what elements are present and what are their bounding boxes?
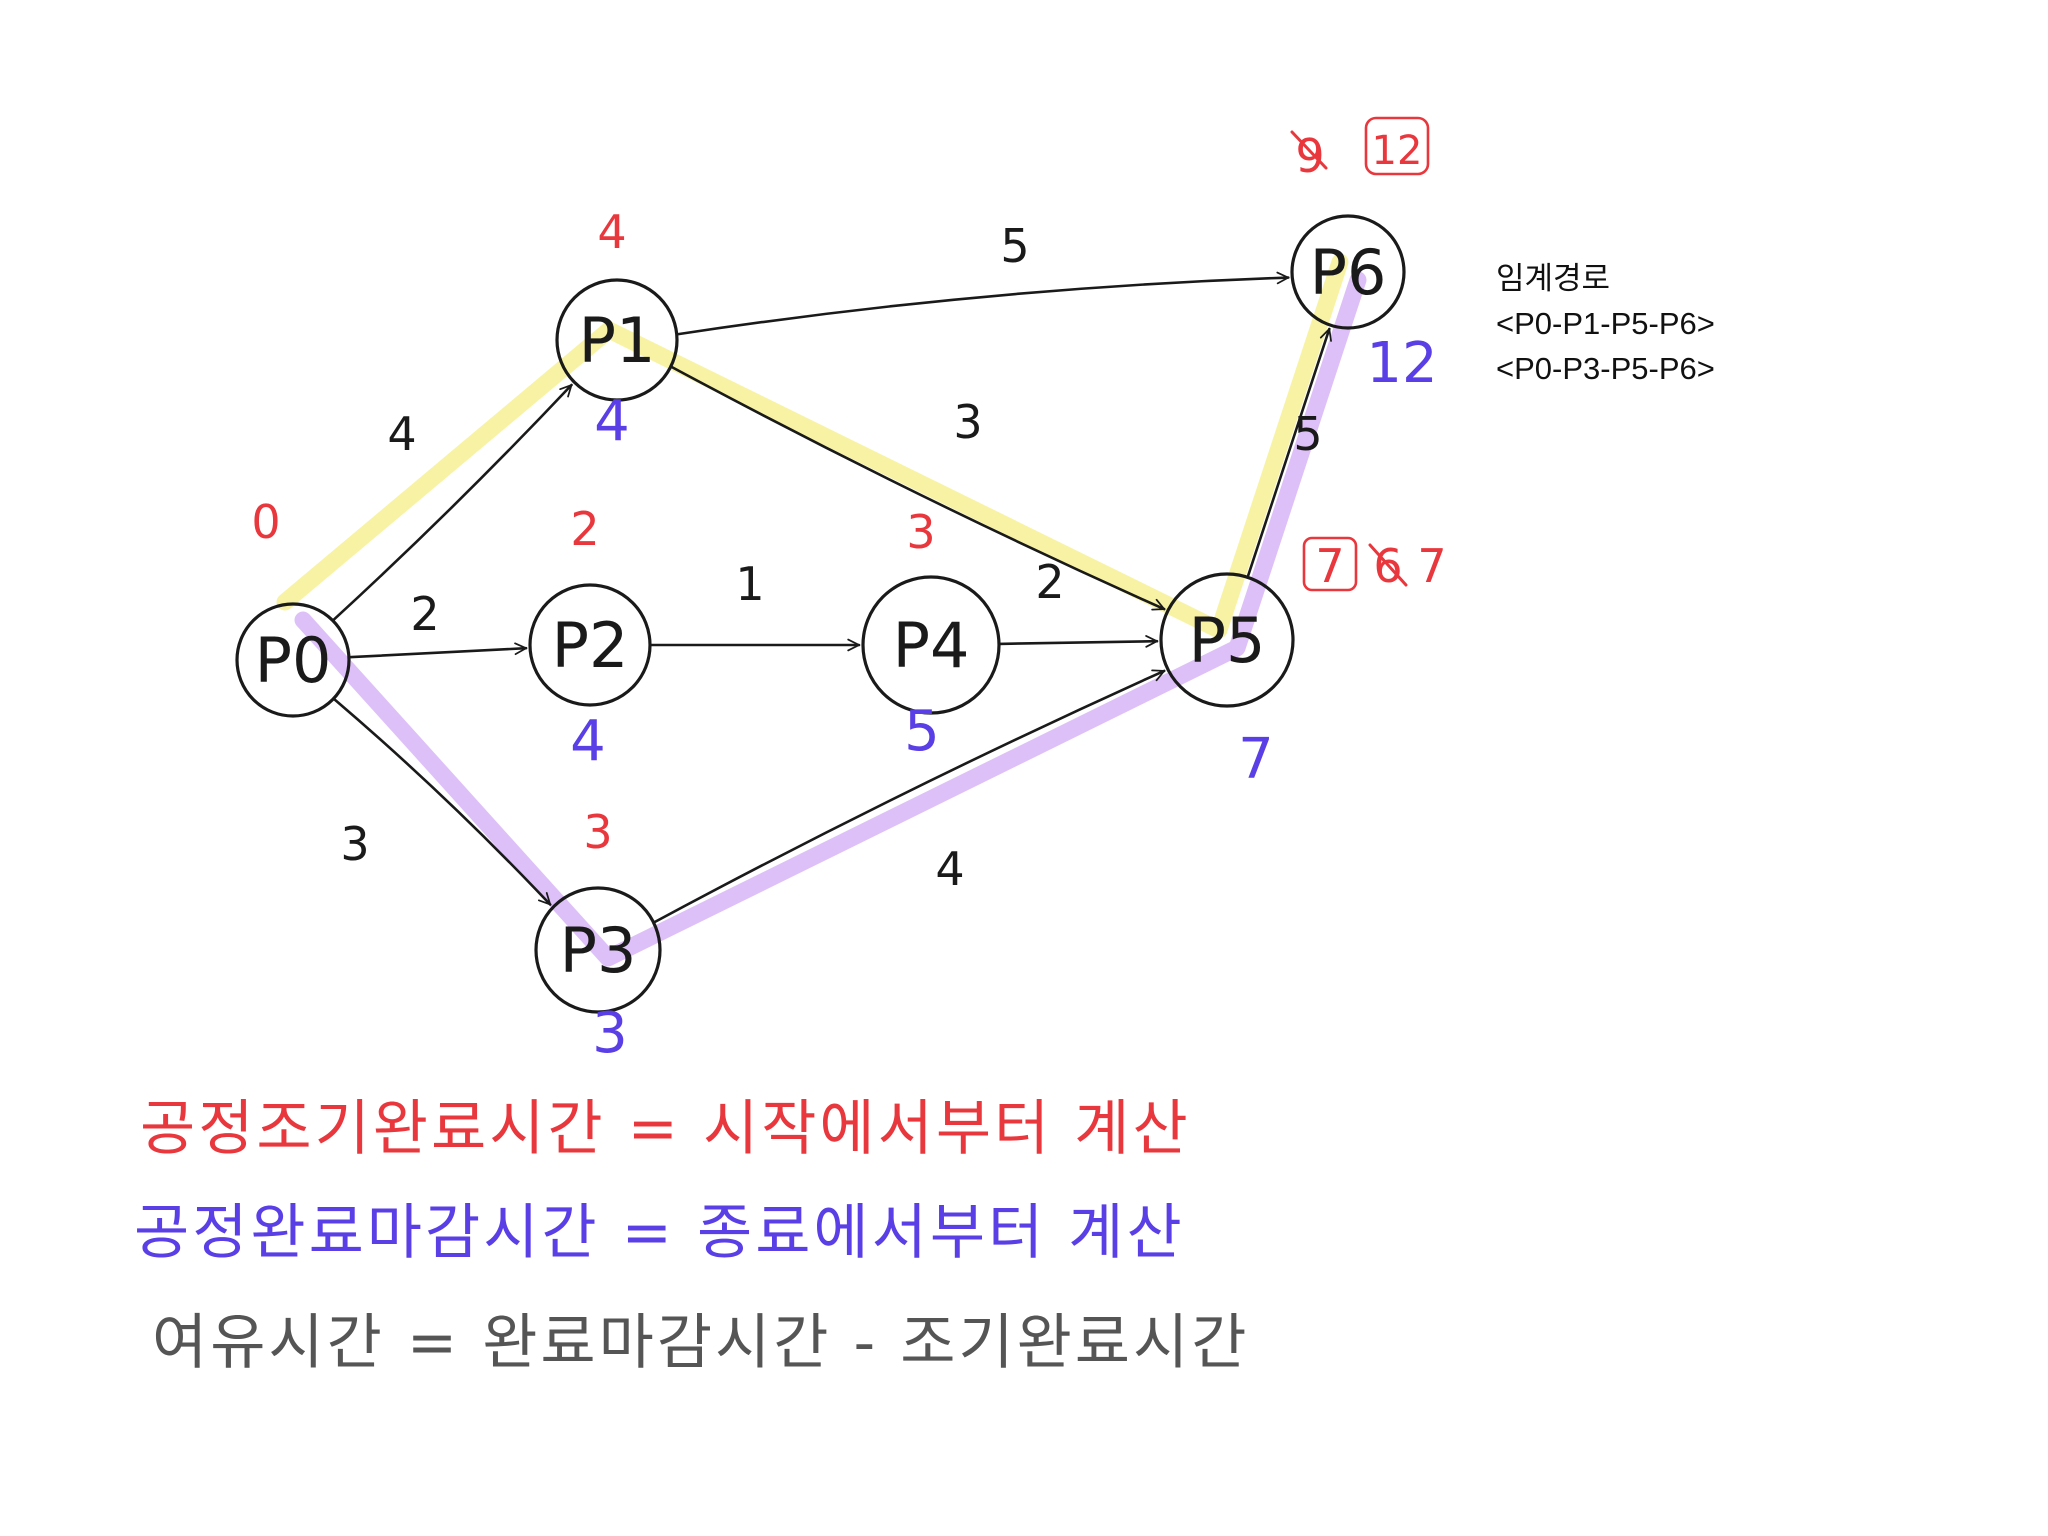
p6-boxed-box bbox=[1364, 116, 1430, 176]
critical-path-title: 임계경로 bbox=[1496, 261, 1611, 296]
edge-p0-p3 bbox=[332, 697, 551, 905]
edge-p1-p6 bbox=[675, 278, 1289, 336]
edge-weight-p2-p4: 1 bbox=[735, 557, 764, 611]
node-circle-p3 bbox=[534, 886, 662, 1014]
p6-crossed-value: 9 bbox=[1295, 129, 1324, 183]
edge-weight-p0-p2: 2 bbox=[410, 587, 439, 641]
critical-path-highlight-2 bbox=[294, 271, 1367, 967]
late-finish-p2: 4 bbox=[570, 709, 606, 774]
node-circle-p6 bbox=[1290, 214, 1406, 330]
node-circle-p0 bbox=[235, 602, 351, 718]
note-late-finish: 공정완료마감시간 = 종료에서부터 계산 bbox=[134, 1198, 1185, 1268]
node-circle-p1 bbox=[555, 278, 679, 402]
node-label-p2: P2 bbox=[552, 609, 629, 682]
node-circle-p4 bbox=[861, 575, 1001, 715]
p6-correction: 9 12 bbox=[1290, 116, 1430, 183]
critical-path-2: <P0-P3-P5-P6> bbox=[1496, 351, 1715, 386]
edge-weight-p0-p1: 4 bbox=[387, 407, 416, 461]
edge-p0-p2 bbox=[347, 648, 526, 659]
note-slack: 여유시간 = 완료마감시간 - 조기완료시간 bbox=[152, 1308, 1250, 1378]
node-label-p1: P1 bbox=[579, 304, 656, 377]
node-p0: P0 0 bbox=[235, 495, 351, 718]
p5-extra-value: 7 bbox=[1417, 539, 1446, 593]
late-finish-p5: 7 bbox=[1238, 727, 1274, 792]
edge-p3-p5 bbox=[652, 671, 1165, 924]
edges: 4 2 3 5 3 1 2 4 5 bbox=[331, 219, 1330, 924]
node-label-p3: P3 bbox=[560, 914, 637, 987]
edge-weight-p1-p6: 5 bbox=[1000, 219, 1029, 273]
p6-boxed-value: 12 bbox=[1372, 128, 1423, 174]
edge-weight-p3-p5: 4 bbox=[935, 842, 964, 896]
p5-cross-mark bbox=[1368, 543, 1408, 587]
edge-weight-p0-p3: 3 bbox=[340, 817, 369, 871]
edge-p4-p5 bbox=[997, 641, 1159, 644]
p5-boxed-value: 7 bbox=[1315, 539, 1344, 593]
early-finish-p2: 2 bbox=[570, 502, 599, 556]
p6-cross-mark bbox=[1290, 130, 1328, 170]
edge-p5-p6 bbox=[1246, 329, 1330, 579]
node-label-p0: P0 bbox=[255, 624, 332, 697]
p5-boxed-box bbox=[1302, 536, 1358, 592]
late-finish-p6: 12 bbox=[1366, 331, 1437, 396]
edge-weight-p1-p5: 3 bbox=[953, 395, 982, 449]
edge-p1-p5 bbox=[669, 365, 1164, 610]
early-finish-p1: 4 bbox=[597, 205, 626, 259]
edge-weight-p5-p6: 5 bbox=[1293, 407, 1322, 461]
early-finish-p0: 0 bbox=[251, 495, 280, 549]
node-circle-p5 bbox=[1159, 572, 1295, 708]
critical-path-1: <P0-P1-P5-P6> bbox=[1496, 306, 1715, 341]
node-label-p4: P4 bbox=[893, 609, 970, 682]
node-label-p6: P6 bbox=[1310, 236, 1387, 309]
node-p3: P3 3 3 bbox=[534, 805, 662, 1066]
p5-correction: 7 6 7 bbox=[1302, 536, 1447, 593]
node-p2: P2 2 4 bbox=[528, 502, 652, 774]
edge-p0-p1 bbox=[331, 385, 572, 622]
node-p1: P1 4 4 bbox=[555, 205, 679, 454]
critical-path-highlight-1 bbox=[276, 253, 1349, 639]
node-label-p5: P5 bbox=[1189, 604, 1266, 677]
early-finish-p3: 3 bbox=[583, 805, 612, 859]
critical-path-highlights bbox=[276, 253, 1367, 967]
late-finish-p3: 3 bbox=[592, 1001, 628, 1066]
node-p5: P5 7 bbox=[1159, 572, 1295, 792]
early-finish-p4: 3 bbox=[906, 505, 935, 559]
critical-path-panel: 임계경로 <P0-P1-P5-P6> <P0-P3-P5-P6> bbox=[1496, 256, 1715, 391]
node-p4: P4 3 5 bbox=[861, 505, 1001, 764]
note-early-finish: 공정조기완료시간 = 시작에서부터 계산 bbox=[140, 1094, 1191, 1164]
edge-weight-p4-p5: 2 bbox=[1035, 555, 1064, 609]
node-circle-p2 bbox=[528, 583, 652, 707]
late-finish-p4: 5 bbox=[904, 699, 940, 764]
late-finish-p1: 4 bbox=[594, 389, 630, 454]
